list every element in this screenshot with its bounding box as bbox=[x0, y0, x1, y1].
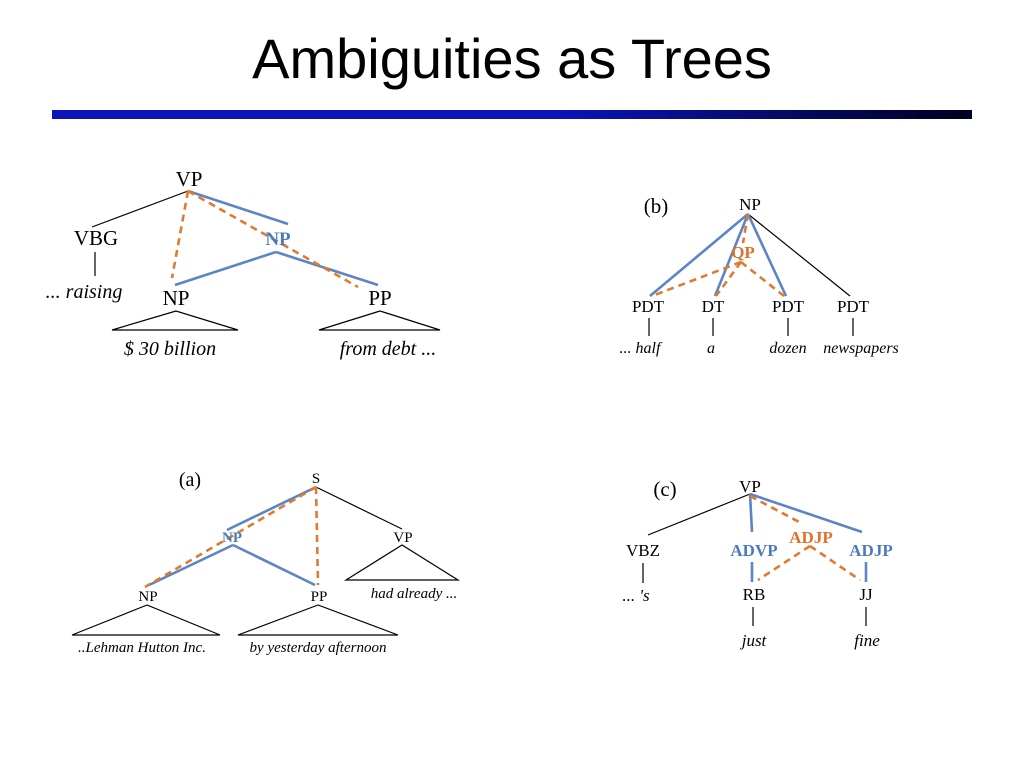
edge-blue-np-np bbox=[148, 543, 234, 587]
node-a-s: S bbox=[312, 471, 320, 487]
node-vp: VP bbox=[176, 167, 203, 191]
node-np: NP bbox=[163, 286, 190, 310]
edge-orange-vp-adjp bbox=[749, 494, 804, 526]
phrase-yesterday: by yesterday afternoon bbox=[250, 640, 387, 656]
edge-s-vp bbox=[315, 486, 403, 530]
node-pp: PP bbox=[368, 286, 391, 310]
node-c-rb: RB bbox=[743, 585, 766, 604]
edge-orange-vp-np bbox=[170, 190, 190, 279]
edge-blue-s-np bbox=[226, 485, 317, 532]
triangle-pp bbox=[318, 310, 441, 331]
edge-np-pdt3 bbox=[747, 213, 851, 297]
phrase-had-already: had already ... bbox=[371, 586, 458, 602]
edge-orange-qp-pdt1 bbox=[651, 260, 742, 298]
triangle-a-np bbox=[71, 604, 221, 636]
word-newspapers: newspapers bbox=[823, 340, 899, 357]
node-b-pdt3: PDT bbox=[837, 297, 870, 316]
slide-title: Ambiguities as Trees bbox=[252, 27, 772, 90]
node-a-pp: PP bbox=[311, 589, 328, 605]
tree-b-tag: (b) bbox=[644, 194, 669, 218]
triangle-a-pp bbox=[237, 604, 399, 636]
edge-orange-s-pp bbox=[314, 486, 320, 586]
phrase-pp-debt: from debt ... bbox=[340, 338, 436, 360]
word-half: ... half bbox=[620, 340, 663, 357]
edge-blue-np-pdt1 bbox=[649, 213, 749, 297]
node-c-vp: VP bbox=[739, 477, 761, 496]
tree-a-tag: (a) bbox=[179, 469, 201, 491]
node-c-jj: JJ bbox=[859, 585, 873, 604]
edge-blue-vp-np bbox=[187, 189, 289, 226]
node-b-pdt2: PDT bbox=[772, 297, 805, 316]
node-c-advp: ADVP bbox=[730, 541, 777, 560]
node-b-pdt1: PDT bbox=[632, 297, 665, 316]
edge-orange-adjp-jj bbox=[809, 544, 861, 582]
node-c-adjp-orange: ADJP bbox=[789, 528, 832, 547]
node-c-adjp-blue: ADJP bbox=[849, 541, 892, 560]
edge-vp-vbz bbox=[647, 493, 751, 536]
edge-blue-vp-advp bbox=[748, 493, 754, 533]
node-a-vp: VP bbox=[393, 530, 412, 546]
word-s: ... 's bbox=[622, 586, 650, 605]
word-just: just bbox=[740, 631, 768, 650]
node-a-np-attach: NP bbox=[222, 530, 242, 546]
edge-orange-s-np bbox=[144, 485, 317, 589]
node-b-np: NP bbox=[739, 195, 761, 214]
edge-orange-qp-pdt2 bbox=[740, 260, 785, 298]
node-c-vbz: VBZ bbox=[626, 541, 660, 560]
triangle-a-vp bbox=[343, 544, 461, 581]
edge-blue-np-np bbox=[174, 250, 277, 287]
word-raising: ... raising bbox=[46, 281, 123, 303]
edge-orange-vp-pp bbox=[187, 189, 359, 289]
edge-blue-np-pp bbox=[232, 543, 316, 587]
edge-orange-adjp-rb bbox=[757, 544, 811, 582]
edge-orange-np-qp bbox=[741, 213, 750, 244]
node-np-attach: NP bbox=[265, 229, 291, 250]
edge-blue-np-pdt2 bbox=[746, 213, 788, 297]
triangle-np bbox=[111, 310, 239, 331]
tree-c-tag: (c) bbox=[653, 477, 676, 501]
node-vbg: VBG bbox=[74, 226, 118, 250]
edge-vp-vbg bbox=[91, 190, 189, 228]
node-a-np: NP bbox=[138, 589, 157, 605]
word-fine: fine bbox=[854, 631, 880, 650]
title-underline-bar bbox=[52, 110, 972, 119]
phrase-np-money: $ 30 billion bbox=[124, 338, 216, 360]
node-b-dt: DT bbox=[702, 297, 725, 316]
word-a: a bbox=[707, 340, 715, 357]
node-b-qp: QP bbox=[731, 243, 755, 262]
edge-blue-np-dt bbox=[713, 213, 750, 297]
phrase-lehman: ..Lehman Hutton Inc. bbox=[78, 640, 206, 656]
word-dozen: dozen bbox=[769, 340, 806, 357]
edge-blue-vp-adjp bbox=[749, 492, 863, 534]
